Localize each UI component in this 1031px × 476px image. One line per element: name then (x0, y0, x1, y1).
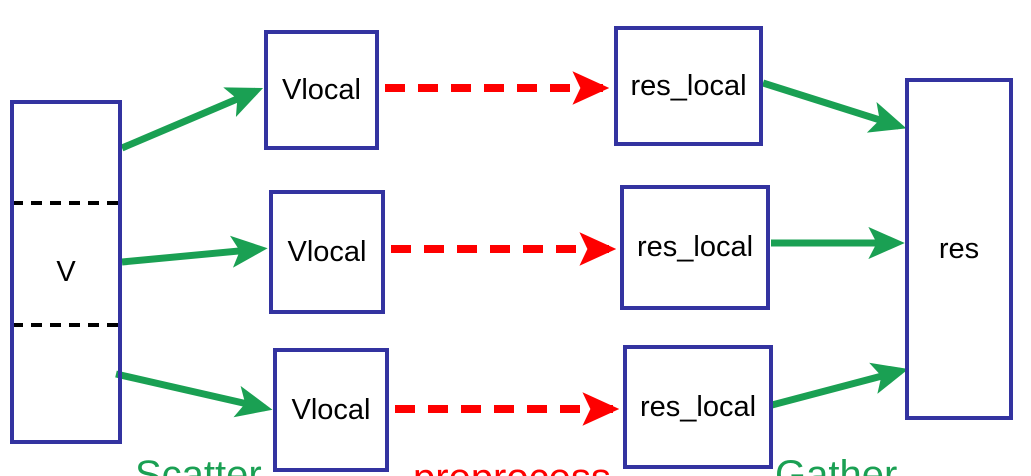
vlocal-label-2: Vlocal (287, 235, 367, 268)
vlocal-box-1[interactable]: Vlocal (264, 30, 379, 150)
vlocal-box-3[interactable]: Vlocal (273, 348, 389, 472)
caption-preprocess: preprocess (413, 458, 611, 476)
vlocal-box-2[interactable]: Vlocal (269, 190, 385, 314)
gather-arrow-3 (771, 362, 909, 409)
res-local-label-1: res_local (630, 69, 747, 102)
result-vector-box[interactable]: res (905, 78, 1013, 420)
result-vector-label: res (938, 232, 980, 265)
scatter-arrow-1 (120, 87, 264, 152)
scatter-arrow-3 (115, 370, 273, 418)
res-local-label-3: res_local (639, 390, 757, 423)
vlocal-label-3: Vlocal (291, 393, 371, 426)
gather-arrow-group (761, 79, 909, 409)
caption-scatter: Scatter (135, 453, 262, 476)
input-vector-label: V (56, 255, 76, 288)
scatter-arrow-2 (121, 235, 268, 268)
gather-arrow-1 (761, 79, 907, 133)
res-local-label-2: res_local (636, 231, 754, 263)
input-vector-box[interactable]: V (10, 100, 122, 444)
preprocess-arrow-group (385, 71, 620, 426)
res-local-box-2[interactable]: res_local (620, 185, 770, 310)
scatter-arrow-group (115, 87, 273, 418)
res-local-box-3[interactable]: res_local (623, 345, 773, 469)
res-local-box-1[interactable]: res_local (614, 26, 763, 146)
caption-gather: Gather (775, 453, 898, 476)
vlocal-label-1: Vlocal (282, 73, 361, 106)
